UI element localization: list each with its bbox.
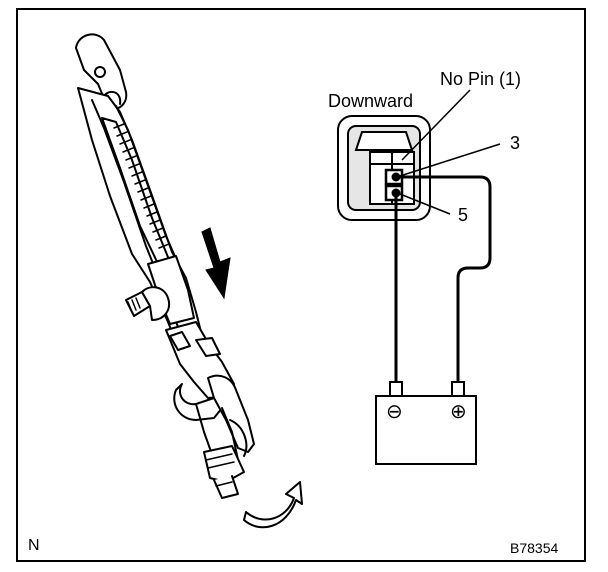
connector-side-label: Downward	[328, 91, 414, 111]
lever	[173, 383, 223, 421]
wire-pin3-positive	[396, 175, 492, 382]
connector	[337, 115, 431, 221]
figure-frame	[16, 8, 586, 562]
pin-3-label: 3	[510, 133, 521, 153]
spring	[113, 123, 170, 249]
battery-positive-symbol: ⊕	[450, 401, 467, 423]
battery-negative-symbol: ⊖	[386, 401, 403, 423]
no-pin-label: No Pin (1)	[440, 69, 522, 89]
leader-pin-5	[399, 193, 451, 215]
leader-lines	[399, 89, 501, 215]
battery-positive-post	[451, 381, 465, 397]
battery-body	[375, 395, 477, 465]
figure-code: B78354	[510, 540, 559, 556]
top-bracket-hole	[94, 66, 106, 78]
battery	[375, 381, 477, 465]
wiring	[394, 175, 492, 382]
rotation-arrow	[243, 481, 303, 529]
pin-5-label: 5	[458, 205, 469, 225]
leader-pin-3	[399, 143, 501, 177]
downward-arrow	[201, 227, 231, 300]
adjuster-assembly	[75, 33, 255, 499]
leader-no-pin	[401, 89, 471, 161]
battery-negative-post	[389, 381, 403, 397]
corner-mark: N	[28, 537, 40, 554]
